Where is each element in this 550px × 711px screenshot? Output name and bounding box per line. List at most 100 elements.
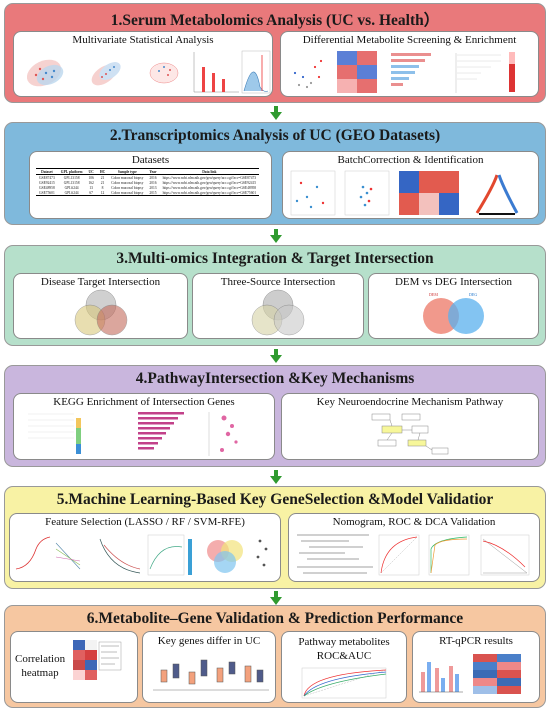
table-cell: GSE48958 xyxy=(39,185,55,190)
volcano-plot xyxy=(475,174,519,215)
dem-label: DEM xyxy=(429,292,438,297)
table-cell-link[interactable]: https://www.ncbi.nlm.nih.gov/geo/query/a… xyxy=(162,185,257,190)
volcano-plot xyxy=(293,59,323,89)
table-header-cell: Sample type xyxy=(108,168,147,175)
panel-title: RT-qPCR results xyxy=(439,635,513,647)
multivariate-thumbnail xyxy=(26,50,271,94)
correlation-heatmap-thumbnail xyxy=(73,640,122,680)
table-header-cell: Year xyxy=(146,168,160,175)
batch-correction-thumbnail xyxy=(290,170,519,216)
nomogram-plot xyxy=(297,534,373,574)
table-cell: 12 xyxy=(96,190,109,196)
section-4: 4.PathwayIntersection &Key Mechanisms KE… xyxy=(4,365,546,467)
table-row: GSE87473 GPL13158 106 21 Colon mucosal b… xyxy=(36,175,259,181)
table-header-cell: UC xyxy=(85,168,97,175)
venn-two-diagram: DEM DEG xyxy=(423,292,484,334)
panel-title: DEM vs DEG Intersection xyxy=(394,276,512,288)
panel-title: Datasets xyxy=(131,154,170,166)
table-cell: 13 xyxy=(89,185,93,190)
rf-plot xyxy=(99,538,141,574)
table-cell-link[interactable]: https://www.ncbi.nlm.nih.gov/geo/query/a… xyxy=(159,190,260,196)
panel-title: Differential Metabolite Screening & Enri… xyxy=(302,34,517,46)
section-6-title: 6.Metabolite–Gene Validation & Predictio… xyxy=(86,610,464,627)
lasso-plot xyxy=(15,536,81,570)
section-3-title: 3.Multi-omics Integration & Target Inter… xyxy=(116,250,434,267)
table-cell: 21 xyxy=(100,175,105,180)
panel-title: Pathway metabolites ROC&AUC xyxy=(298,636,390,662)
table-cell: 2016 xyxy=(149,180,157,185)
arrow-down-icon xyxy=(270,106,282,120)
bar-plot xyxy=(391,53,431,86)
kegg-bubble-plot xyxy=(208,412,238,456)
panel-three-source: Three-Source Intersection xyxy=(192,273,364,339)
table-cell: 21 xyxy=(100,180,105,185)
feature-selection-thumbnail xyxy=(15,534,268,576)
distribution-plot xyxy=(241,50,271,94)
section-1: 1.Serum Metabolomics Analysis (UC vs. He… xyxy=(4,3,546,103)
panel-multivariate: Multivariate Statistical Analysis xyxy=(13,31,273,97)
boxplot-thumbnail xyxy=(153,659,269,691)
panel-neuroendocrine-pathway: Key Neuroendocrine Mechanism Pathway xyxy=(281,393,539,460)
table-row: GSE92415 GPL13158 162 21 Colon mucosal b… xyxy=(36,180,259,185)
table-cell: Colon mucosal biopsy xyxy=(111,175,144,180)
table-cell: 67 xyxy=(85,190,97,196)
table-cell: 2015 xyxy=(146,190,160,196)
panel-title: KEGG Enrichment of Intersection Genes xyxy=(53,396,235,408)
table-cell: 162 xyxy=(88,180,94,185)
panel-correlation-heatmap: Correlation heatmap xyxy=(10,631,138,703)
pca-plot xyxy=(26,59,64,87)
oplsda-plot xyxy=(149,62,179,84)
panel-title: Key genes differ in UC xyxy=(157,635,261,647)
panel-title: Nomogram, ROC & DCA Validation xyxy=(332,516,496,528)
panel-kegg-enrichment: KEGG Enrichment of Intersection Genes xyxy=(13,393,275,460)
panel-disease-target: Disease Target Intersection xyxy=(13,273,188,339)
table-cell: GSE87473 xyxy=(39,175,55,180)
panel-title: Disease Target Intersection xyxy=(40,276,161,288)
table-row: GSE75601 GPL6244 67 12 Colon mucosal bio… xyxy=(36,190,260,196)
table-cell: GSE75601 xyxy=(36,190,58,196)
table-cell: 106 xyxy=(88,175,94,180)
section-6: 6.Metabolite–Gene Validation & Predictio… xyxy=(4,605,546,708)
panel-feature-selection: Feature Selection (LASSO / RF / SVM-RFE) xyxy=(9,513,281,582)
table-cell: 2016 xyxy=(149,175,157,180)
table-cell-link[interactable]: https://www.ncbi.nlm.nih.gov/geo/query/a… xyxy=(162,180,257,185)
panel-title: BatchCorrection & Identification xyxy=(337,154,484,166)
kegg-dot-plot xyxy=(28,413,81,454)
panel-title: Correlation heatmap xyxy=(15,653,66,679)
section-4-title: 4.PathwayIntersection &Key Mechanisms xyxy=(135,370,415,387)
table-cell: GSE92415 xyxy=(39,180,55,185)
section-1-title: 1.Serum Metabolomics Analysis (UC vs. He… xyxy=(110,12,440,29)
feature-venn xyxy=(207,540,243,573)
panel-pathway-metabolites-roc: Pathway metabolites ROC&AUC xyxy=(281,631,407,703)
venn-three-diagram xyxy=(251,289,305,336)
arrow-down-icon xyxy=(270,470,282,484)
metabolite-roc-thumbnail xyxy=(301,667,387,699)
calibration-plot xyxy=(378,534,420,576)
table-row: GSE48958 GPL6244 13 8 Colon mucosal biop… xyxy=(36,185,259,190)
section-5-title: 5.Machine Learning-Based Key GeneSelecti… xyxy=(56,491,494,508)
panel-differential-metabolite: Differential Metabolite Screening & Enri… xyxy=(280,31,539,97)
table-cell: 2013 xyxy=(149,185,157,190)
table-cell-link[interactable]: https://www.ncbi.nlm.nih.gov/geo/query/a… xyxy=(162,175,257,180)
section-2-title: 2.Transcriptomics Analysis of UC (GEO Da… xyxy=(109,127,441,144)
table-cell: GPL13158 xyxy=(63,175,80,180)
venn-three-diagram xyxy=(74,289,128,336)
table-header-cell: HC xyxy=(96,168,109,175)
dca-plot xyxy=(480,534,530,576)
deg-heatmap xyxy=(399,171,459,215)
importance-dots xyxy=(256,539,268,567)
arrow-down-icon xyxy=(270,349,282,363)
table-cell: Colon mucosal biopsy xyxy=(111,185,144,190)
enrichment-plot xyxy=(455,52,515,93)
heatmap xyxy=(337,51,377,93)
nomogram-thumbnail xyxy=(297,534,530,576)
table-header-row: Dataset GPL platform UC HC Sample type Y… xyxy=(36,168,260,175)
section-2: 2.Transcriptomics Analysis of UC (GEO Da… xyxy=(4,122,546,225)
panel-title: Key Neuroendocrine Mechanism Pathway xyxy=(316,396,504,408)
table-cell: Colon mucosal biopsy xyxy=(111,180,144,185)
table-cell: 8 xyxy=(101,185,104,190)
table-cell: Colon mucosal biopsy xyxy=(108,190,147,196)
plsda-plot xyxy=(91,62,121,86)
table-cell: GPL6244 xyxy=(64,185,79,190)
table-header-cell: Dataset xyxy=(36,168,58,175)
